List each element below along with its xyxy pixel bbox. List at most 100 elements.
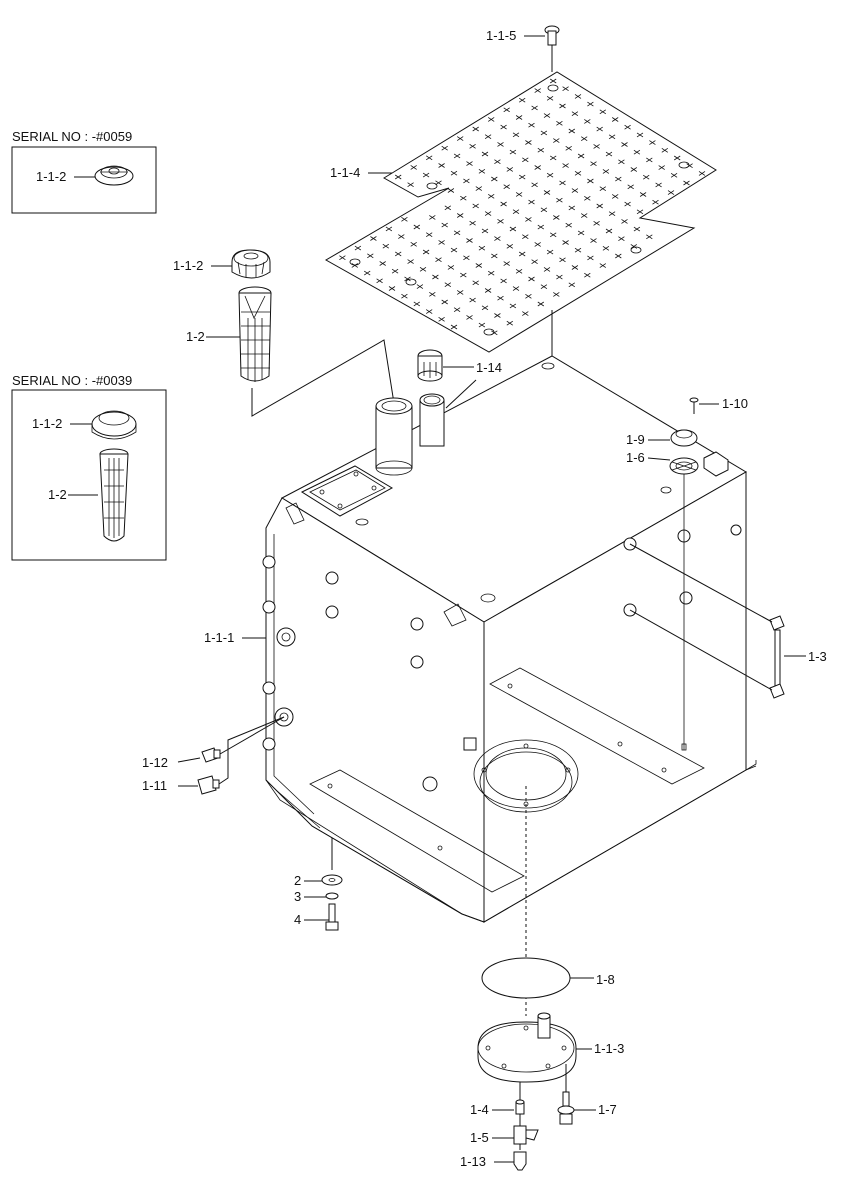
perforation-mark xyxy=(512,209,520,215)
perforation-mark xyxy=(580,213,588,218)
perforation-mark xyxy=(444,282,452,288)
perforation-mark xyxy=(559,180,566,186)
perforation-mark xyxy=(518,251,526,257)
perforation-mark xyxy=(683,180,690,186)
perforation-mark xyxy=(636,209,644,215)
perforation-mark xyxy=(611,194,619,199)
callout-1-8: 1-8 xyxy=(596,972,615,987)
tank-bosses xyxy=(262,524,742,792)
perforation-mark xyxy=(546,172,554,178)
perforation-mark xyxy=(435,257,442,263)
perforation-mark xyxy=(549,155,557,161)
perforation-mark xyxy=(503,184,510,190)
perforation-mark xyxy=(363,270,371,276)
perforation-mark xyxy=(398,234,405,239)
perforation-mark xyxy=(639,192,647,197)
perforation-mark xyxy=(453,153,461,159)
perforation-mark xyxy=(506,243,514,249)
perforation-mark xyxy=(494,313,501,318)
perforation-mark xyxy=(497,218,504,224)
perforation-mark xyxy=(646,234,653,240)
plug-icon xyxy=(197,775,220,795)
perforation-mark xyxy=(624,201,631,207)
perforation-mark xyxy=(491,253,498,259)
callout-1-1-1: 1-1-1 xyxy=(204,630,234,645)
perforation-mark xyxy=(658,165,665,170)
perforation-mark xyxy=(438,163,445,168)
perforation-mark xyxy=(618,159,625,165)
perforation-mark xyxy=(587,178,594,184)
perforation-mark xyxy=(534,242,541,247)
inset-serial-0059: SERIAL NO : -#0059 1-1-2 xyxy=(11,129,157,214)
perforation-mark xyxy=(553,292,560,297)
perforation-mark xyxy=(543,267,551,272)
perforation-mark xyxy=(478,168,486,174)
perforation-mark xyxy=(413,301,421,307)
fitting-icon xyxy=(515,1099,525,1115)
perforation-mark xyxy=(652,199,659,205)
perforation-mark xyxy=(574,170,582,176)
perforation-mark xyxy=(549,78,557,84)
perforation-mark xyxy=(518,97,526,103)
perforation-mark xyxy=(463,255,470,261)
perforation-mark xyxy=(394,251,402,257)
perforation-mark xyxy=(503,107,510,113)
perforation-mark xyxy=(466,315,473,320)
perforation-mark xyxy=(481,151,489,157)
fuel-cap-icon xyxy=(231,249,271,279)
perforation-mark xyxy=(673,155,681,161)
perforation-mark xyxy=(543,190,551,195)
perforation-mark xyxy=(621,219,628,224)
elbow-fitting-icon xyxy=(201,747,221,763)
perforation-mark xyxy=(472,126,479,132)
perforation-mark xyxy=(466,161,473,166)
perforation-mark xyxy=(553,215,560,220)
callout-label: 1-1-2 xyxy=(36,169,66,184)
perforation-mark xyxy=(587,101,594,107)
perforation-mark xyxy=(509,149,517,155)
perforation-mark xyxy=(469,143,476,149)
perforation-mark xyxy=(447,265,455,270)
perforation-mark xyxy=(484,288,492,293)
perforation-mark xyxy=(577,153,585,159)
perforation-mark xyxy=(596,126,603,132)
perforation-mark xyxy=(422,172,430,178)
callout-1-2: 1-2 xyxy=(186,329,205,344)
washer-icon xyxy=(321,874,343,886)
perforation-mark xyxy=(460,272,467,278)
perforation-mark xyxy=(621,142,628,147)
bolt-icon xyxy=(544,25,560,72)
fuel-cap-small-icon xyxy=(94,165,134,186)
perforation-mark xyxy=(546,249,554,255)
perforation-mark xyxy=(584,272,591,278)
callout-1-1-4: 1-1-4 xyxy=(330,165,360,180)
perforation-mark xyxy=(618,236,625,242)
callout-1-14: 1-14 xyxy=(476,360,502,375)
perforation-mark xyxy=(568,282,576,288)
perforation-mark xyxy=(472,203,479,209)
perforation-mark xyxy=(425,232,433,238)
inset-title: SERIAL NO : -#0039 xyxy=(12,373,132,388)
gasket-disc-icon xyxy=(481,957,571,999)
perforation-mark xyxy=(593,220,600,226)
perforation-mark xyxy=(456,136,464,141)
perforation-mark xyxy=(475,186,483,191)
callout-4: 4 xyxy=(294,912,301,927)
perforation-mark xyxy=(382,243,390,249)
perforation-mark xyxy=(540,207,548,213)
perforation-mark xyxy=(522,157,529,163)
callout-1-13: 1-13 xyxy=(460,1154,486,1169)
bolt-icon xyxy=(325,903,339,931)
perforation-mark xyxy=(605,151,613,157)
perforation-mark xyxy=(494,236,501,241)
perforation-mark xyxy=(553,138,560,143)
inset-frame xyxy=(11,146,157,214)
perforation-mark xyxy=(562,163,569,168)
perforation-mark xyxy=(549,232,557,238)
perforation-mark xyxy=(571,188,579,193)
perforation-mark xyxy=(432,274,439,280)
perforation-mark xyxy=(460,195,467,201)
perforation-mark xyxy=(407,182,414,188)
perforation-mark xyxy=(540,284,548,290)
perforation-mark xyxy=(531,259,538,265)
